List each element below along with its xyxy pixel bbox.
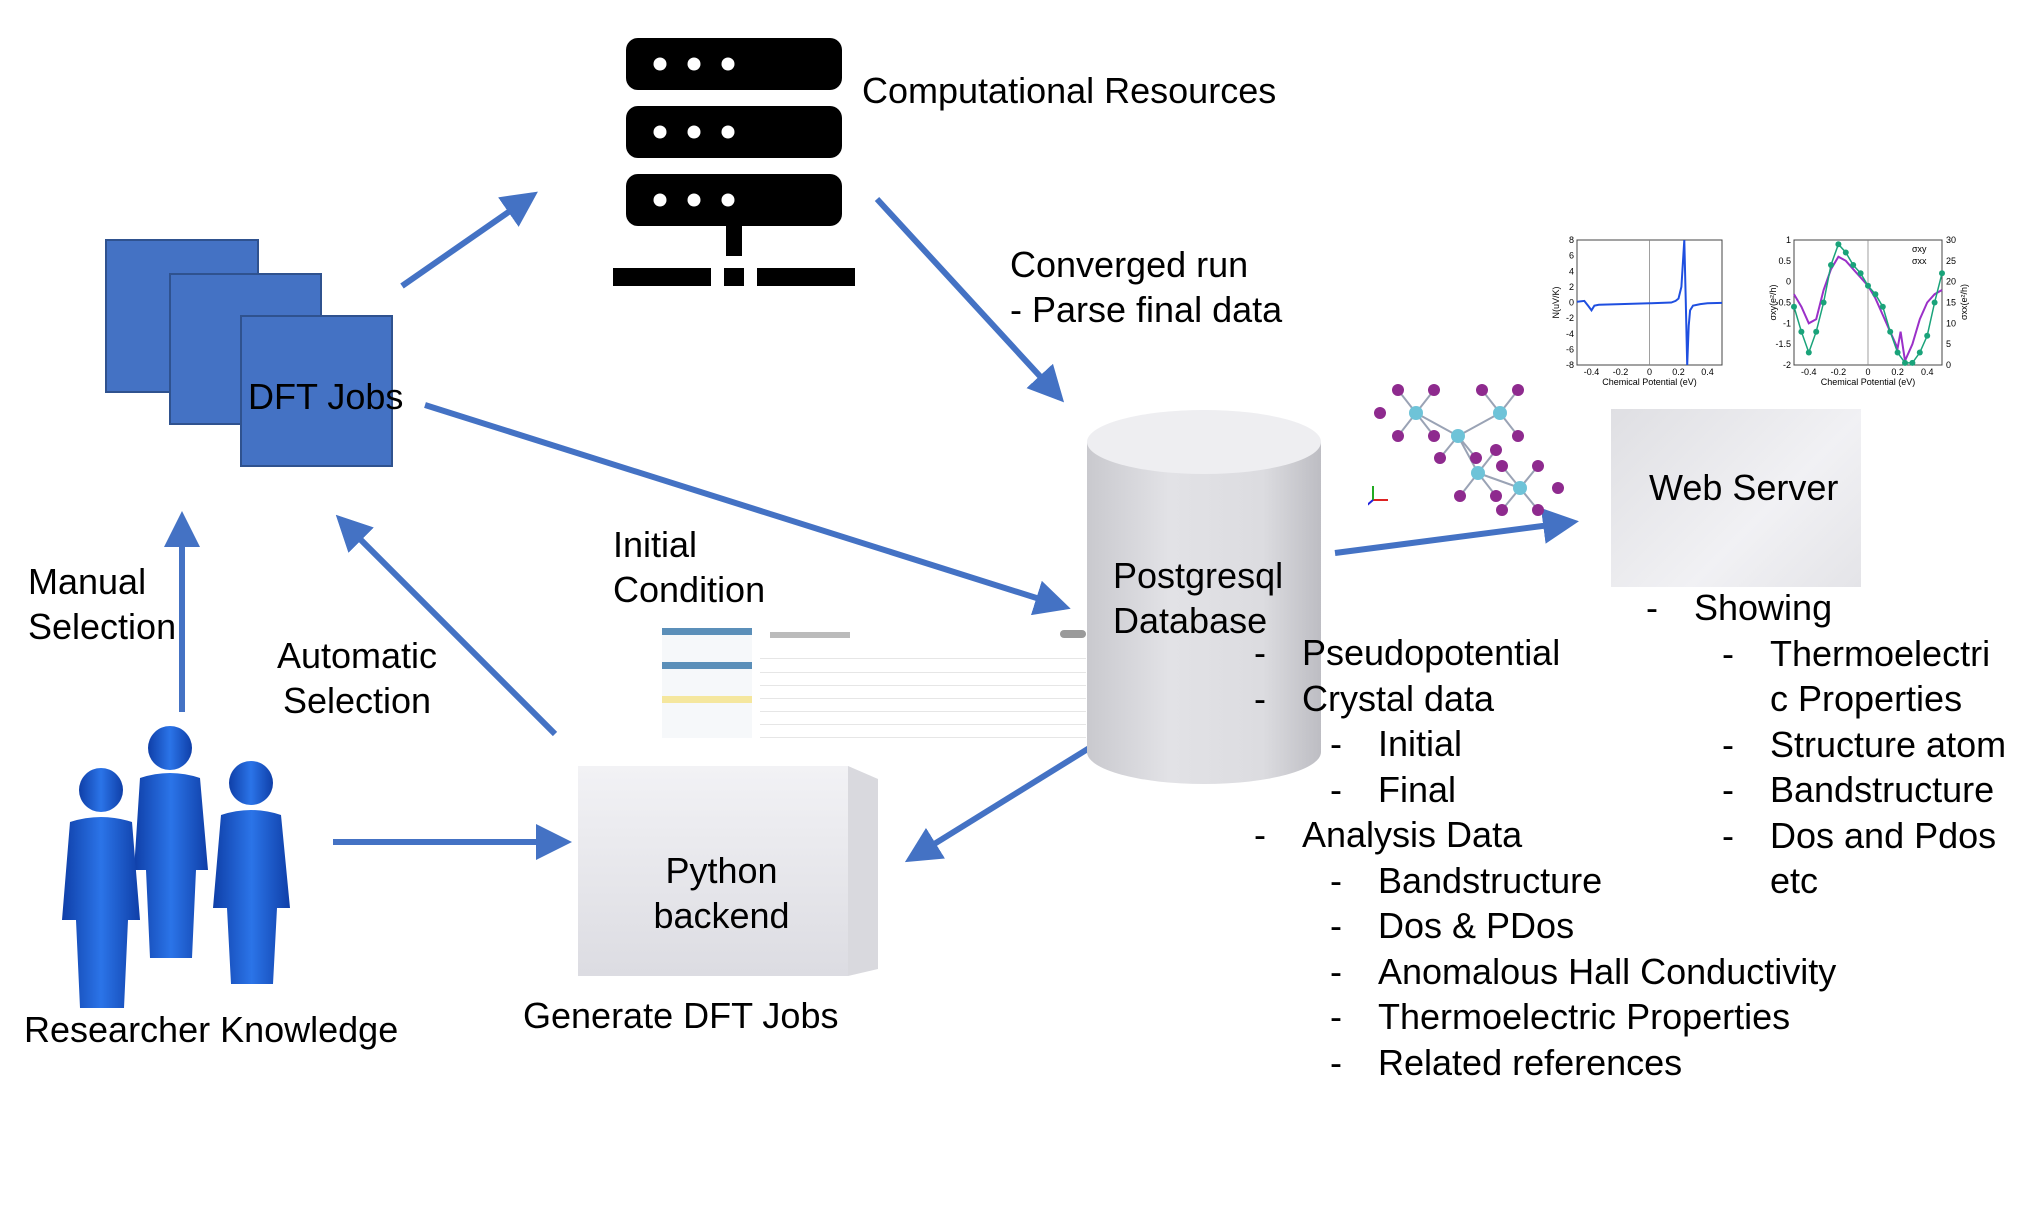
series-line-sigma-xy [1793, 255, 1943, 365]
computational-resources-label: Computational Resources [862, 70, 1277, 111]
y2-tick-label: 15 [1946, 298, 1956, 308]
x-tick-label: -0.4 [1801, 367, 1817, 377]
y-tick-label: -4 [1566, 329, 1574, 339]
y-tick-label: -2 [1783, 360, 1791, 370]
y2-tick-label: 10 [1946, 318, 1956, 328]
converged-run-label: Converged run [1010, 244, 1249, 285]
admin-sidebar [662, 628, 752, 738]
automatic-selection-label-1: Automatic [276, 635, 438, 676]
y-tick-label: 8 [1569, 235, 1574, 245]
y-tick-label: 0 [1786, 277, 1791, 287]
automatic-selection-label-2: Selection [282, 680, 432, 721]
series-line-sigma-xx [1793, 242, 1943, 364]
y-axis-label: σxy(e²/h) [1768, 284, 1778, 320]
web-server-contents-list: -Showing -Thermoelectri c Properties -St… [1646, 585, 2016, 904]
series-point-sigma-xx [1939, 270, 1945, 277]
x-tick-label: 0.4 [1921, 367, 1934, 377]
list-item: etc [1770, 860, 1819, 901]
x-tick-label: 0 [1647, 367, 1652, 377]
initial-condition-label-2: Condition [613, 569, 766, 610]
list-item: -Related references [1330, 1041, 1683, 1083]
list-item: -Crystal data [1254, 677, 1495, 719]
y2-tick-label: 20 [1946, 277, 1956, 287]
list-item: -Structure atom [1722, 723, 2007, 765]
y2-axis-label: σxx(e²/h) [1959, 284, 1969, 320]
generate-dft-jobs-label: Generate DFT Jobs [523, 995, 839, 1036]
web-server-box [1611, 409, 1861, 587]
y-tick-label: -8 [1566, 360, 1574, 370]
initial-condition-label-1: Initial [613, 524, 698, 565]
list-item: -Anomalous Hall Conductivity [1330, 950, 1837, 992]
y-tick-label: 6 [1569, 251, 1574, 261]
y-tick-label: -1.5 [1775, 339, 1791, 349]
y-tick-label: 0.5 [1778, 256, 1791, 266]
arrow-python-to-dft [335, 514, 558, 737]
parse-final-data-label: - Parse final data [1010, 289, 1283, 330]
list-item: -Thermoelectri [1722, 632, 1991, 674]
x-tick-label: -0.4 [1584, 367, 1600, 377]
hall-conductivity-chart: -0.4 -0.2 0 0.2 0.4 1 0.5 0 -0.5 -1 -1.5 -2Chemical… [1768, 235, 1969, 387]
x-tick-label: -0.2 [1613, 367, 1629, 377]
postgresql-label: Postgresql [1113, 555, 1284, 596]
list-item: -Bandstructure [1722, 769, 1995, 810]
y-tick-label: -6 [1566, 344, 1574, 354]
arrow-db-to-python [904, 739, 1101, 863]
manual-selection-label-2: Selection [28, 606, 177, 647]
series-line [1576, 239, 1723, 366]
y-tick-label: -1 [1783, 318, 1791, 328]
arrow-compute-to-db [874, 196, 1065, 403]
crystal-structure-image [1368, 384, 1564, 516]
list-item: -Showing [1646, 587, 1833, 628]
list-item: -Bandstructure [1330, 859, 1603, 901]
python-backend-label-2: backend [653, 895, 790, 936]
y-tick-label: 1 [1786, 235, 1791, 245]
web-server-label: Web Server [1649, 467, 1839, 508]
y-axis-label: N(uV/K) [1551, 286, 1561, 318]
y-tick-label: 2 [1569, 282, 1574, 292]
arrow-dft-to-db [424, 402, 1071, 616]
manual-selection-label-1: Manual [28, 561, 147, 602]
y-tick-label: -2 [1566, 313, 1574, 323]
list-item: -Initial [1330, 723, 1463, 764]
database-contents-list: -Pseudopotential -Crystal data -Initial … [1254, 630, 1894, 1085]
y2-tick-label: 5 [1946, 339, 1951, 349]
y-tick-label: 4 [1569, 266, 1574, 276]
x-axis-label: Chemical Potential (eV) [1602, 377, 1697, 387]
python-backend-label-1: Python [665, 850, 778, 891]
arrow-db-to-web [1334, 508, 1579, 556]
x-tick-label: 0.2 [1672, 367, 1685, 377]
list-item: -Analysis Data [1254, 814, 1523, 855]
legend-label: σxy [1912, 244, 1927, 254]
list-item: -Pseudopotential [1254, 632, 1561, 673]
list-item: c Properties [1770, 678, 1963, 719]
admin-screenshot-thumbnail [662, 622, 1086, 742]
x-axis-label: Chemical Potential (eV) [1821, 377, 1916, 387]
y2-tick-label: 30 [1946, 235, 1956, 245]
x-tick-label: 0.2 [1891, 367, 1904, 377]
x-tick-label: -0.2 [1831, 367, 1847, 377]
database-label: Database [1113, 600, 1268, 641]
list-item: -Thermoelectric Properties [1330, 996, 1791, 1037]
dft-jobs-label: DFT Jobs [248, 376, 404, 417]
y2-tick-label: 25 [1946, 256, 1956, 266]
list-item: -Dos and Pdos [1722, 814, 1997, 856]
x-tick-label: 0 [1865, 367, 1870, 377]
x-tick-label: 0.4 [1701, 367, 1714, 377]
y-tick-label: -0.5 [1775, 298, 1791, 308]
researcher-knowledge-label: Researcher Knowledge [24, 1009, 399, 1050]
arrow-dft-to-compute [400, 191, 538, 289]
list-item: -Dos & PDos [1330, 905, 1575, 946]
y2-tick-label: 0 [1946, 360, 1951, 370]
list-item: -Final [1330, 768, 1457, 810]
legend-label: σxx [1912, 256, 1927, 266]
y-tick-label: 0 [1569, 298, 1574, 308]
